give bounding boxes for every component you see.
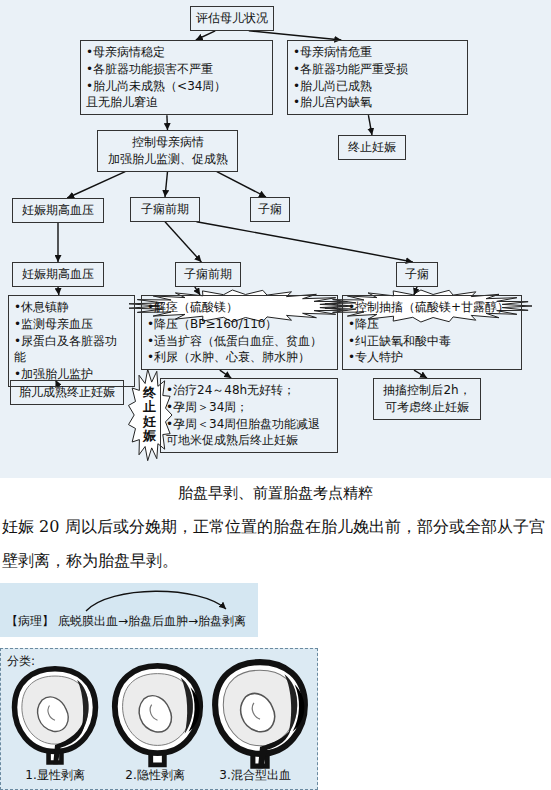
node-text: •适当扩容（低蛋白血症、贫血）	[147, 333, 332, 350]
node-text: •尿蛋白及各脏器功能	[14, 333, 129, 367]
flow-arrow	[220, 370, 231, 378]
flow-arrow	[217, 172, 266, 197]
section-title: 胎盘早剥、前置胎盘考点精粹	[0, 482, 551, 504]
treatment-box: •控制抽搐（硫酸镁+甘露醇）•降压•纠正缺氧和酸中毒•专人特护	[342, 295, 522, 370]
node-text: •母亲病情稳定	[86, 44, 267, 61]
node-text: •各脏器功能严重受损	[293, 61, 462, 78]
flow-arrow	[67, 172, 125, 198]
node-text: •胎儿宫内缺氧	[293, 94, 462, 111]
category-box: 子痫前期	[130, 197, 200, 222]
node-text: •休息镇静	[14, 299, 129, 316]
node-text: 抽搐控制后2h， 可考虑终止妊娠	[379, 382, 475, 416]
flow-arrow	[165, 222, 201, 262]
node-text: •胎儿尚已成熟	[293, 78, 462, 95]
pathology-box: 【病理】底蜕膜出血→胎盘后血肿→胎盘剥离	[0, 583, 258, 637]
node-text: 评估母儿状况	[196, 10, 268, 27]
node-text: 妊娠期高血压	[18, 202, 98, 219]
node-text: •各脏器功能损害不严重	[86, 61, 267, 78]
node-text: 终止妊娠	[344, 139, 400, 156]
node-text: •降压	[348, 316, 516, 333]
node-text: •监测母亲血压	[14, 316, 129, 333]
node-text: •利尿（水肿、心衰、肺水肿）	[147, 349, 332, 366]
process-curve-arrow	[0, 583, 258, 637]
node-text: 胎儿成熟终止妊娠	[16, 384, 118, 401]
category-box: 子痫	[250, 197, 290, 222]
flow-arrow	[57, 287, 59, 295]
category-box: 子痫	[396, 262, 438, 287]
process-box: 控制母亲病情 加强胎儿监测、促成熟	[97, 130, 238, 172]
node-text: •胎儿尚未成熟（<34周） 且无胎儿窘迫	[86, 78, 267, 112]
result-box: 胎儿成熟终止妊娠	[10, 380, 124, 405]
node-text: 子痫前期	[136, 201, 194, 218]
node-text: 子痫	[256, 201, 284, 218]
category-box: 子痫前期	[175, 262, 241, 287]
node-text: 子痫	[402, 266, 432, 283]
node-text: 控制母亲病情 加强胎儿监测、促成熟	[103, 134, 232, 168]
flow-arrow	[414, 287, 417, 295]
node-text: •孕周＜34周但胎盘功能减退 可地米促成熟后终止妊娠	[166, 416, 332, 450]
result-box: 抽搐控制后2h， 可考虑终止妊娠	[373, 378, 481, 420]
starburst	[129, 369, 173, 460]
node-text: 2.隐性剥离	[105, 767, 205, 784]
node-text: 1.显性剥离	[5, 767, 105, 784]
terminal-box: 终止妊娠	[338, 135, 406, 160]
criteria-box: •治疗24～48h无好转；•孕周＞34周；•孕周＜34周但胎盘功能减退 可地米促…	[160, 378, 338, 453]
node-text: •控制抽搐（硫酸镁+甘露醇）	[348, 299, 516, 316]
treatment-box: •解痉（硫酸镁）•降压（BP≥160/110）•适当扩容（低蛋白血症、贫血）•利…	[141, 295, 338, 370]
node-text: 终止妊娠	[143, 386, 156, 443]
start-box: 评估母儿状况	[190, 6, 274, 31]
category-box: 妊娠期高血压	[12, 262, 104, 287]
node-text: 底蜕膜出血→胎盘后血肿→胎盘剥离	[58, 613, 246, 630]
node-text: •纠正缺氧和酸中毒	[348, 333, 516, 350]
flow-arrow	[165, 172, 168, 197]
node-text: 子痫前期	[181, 266, 235, 283]
flow-arrow	[368, 115, 372, 135]
node-text: •解痉（硫酸镁）	[147, 299, 332, 316]
node-text: 【病理】	[6, 613, 54, 630]
node-text: •母亲病情危重	[293, 44, 462, 61]
burst-label: 终止妊娠	[141, 386, 157, 444]
node-text: •专人特护	[348, 349, 516, 366]
caption-row: 1.显性剥离2.隐性剥离3.混合型出血	[5, 767, 311, 784]
flow-arrow	[414, 370, 427, 378]
flow-arrow	[195, 287, 200, 295]
node-text: 妊娠期高血压	[18, 266, 98, 283]
node-text: •治疗24～48h无好转；	[166, 382, 332, 399]
treatment-box: •休息镇静•监测母亲血压•尿蛋白及各脏器功能•加强胎儿监护	[8, 295, 135, 387]
condition-box: •母亲病情稳定•各脏器功能损害不严重•胎儿尚未成熟（<34周） 且无胎儿窘迫	[80, 40, 273, 115]
node-text: •降压（BP≥160/110）	[147, 316, 332, 333]
node-text: 3.混合型出血	[205, 767, 305, 784]
classification-panel: 分类: 1.显性剥离2.隐性剥离3.混合型出血	[0, 648, 318, 790]
condition-box: •母亲病情危重•各脏器功能严重受损•胎儿尚已成熟•胎儿宫内缺氧	[287, 40, 468, 115]
flow-arrow	[196, 31, 215, 40]
node-text: •孕周＞34周；	[166, 399, 332, 416]
node-text: 分类:	[7, 653, 311, 670]
flow-arrow	[57, 223, 58, 262]
flow-arrow	[197, 222, 413, 262]
flow-arrow	[166, 115, 168, 130]
definition-text: 妊娠 20 周以后或分娩期，正常位置的胎盘在胎儿娩出前，部分或全部从子宫壁剥离，…	[2, 510, 549, 578]
category-box: 妊娠期高血压	[12, 198, 104, 223]
flow-arrow	[249, 31, 341, 40]
